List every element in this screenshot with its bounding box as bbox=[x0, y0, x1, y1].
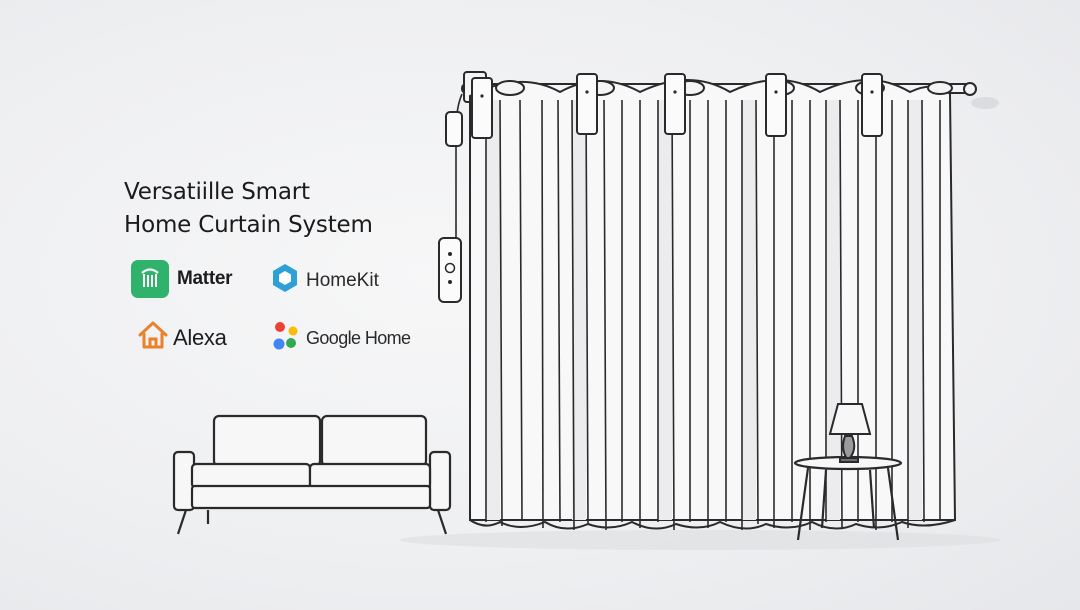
homekit-icon bbox=[270, 262, 300, 299]
alexa-home-icon bbox=[137, 320, 169, 355]
google-home-icon bbox=[272, 320, 300, 357]
alexa-label: Alexa bbox=[173, 324, 227, 350]
alexa-badge: Alexa bbox=[137, 320, 227, 355]
matter-icon bbox=[131, 260, 169, 298]
table-lamp bbox=[828, 403, 872, 463]
google-home-label: Google Home bbox=[306, 328, 411, 348]
headline-line-1: Versatiille Smart bbox=[124, 179, 310, 205]
matter-badge: Matter bbox=[131, 260, 233, 298]
sofa bbox=[172, 414, 452, 535]
google-home-badge: Google Home bbox=[272, 320, 411, 357]
headline-line-2: Home Curtain System bbox=[124, 212, 373, 238]
motor-units bbox=[471, 73, 883, 139]
headline: Versatiille Smart Home Curtain System bbox=[124, 176, 454, 242]
matter-label: Matter bbox=[177, 268, 233, 289]
homekit-badge: HomeKit bbox=[270, 262, 379, 299]
homekit-label: HomeKit bbox=[306, 269, 379, 291]
wall-remote bbox=[438, 93, 463, 303]
curtain bbox=[469, 79, 957, 531]
